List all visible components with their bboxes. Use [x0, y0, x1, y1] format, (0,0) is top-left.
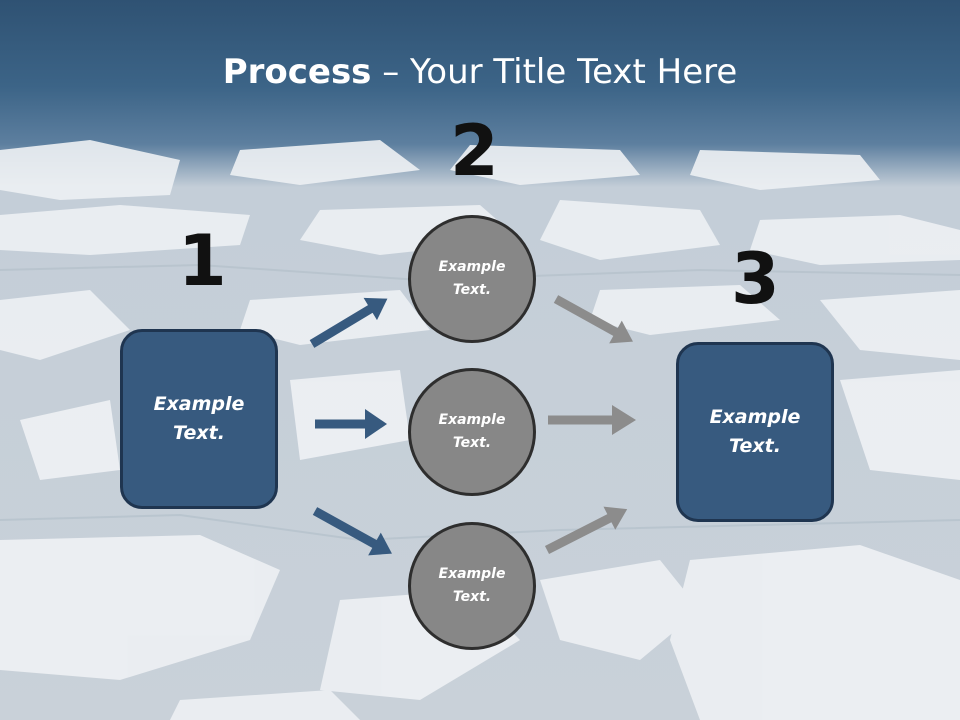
- right-box-text: Example Text.: [709, 406, 801, 457]
- circle-top[interactable]: Example Text.: [408, 215, 536, 343]
- slide-title: Process – Your Title Text Here: [0, 52, 960, 92]
- arrow-down-right-blue: [312, 507, 392, 556]
- circle-middle-text: Example Text.: [438, 412, 506, 451]
- arrow-right-blue: [315, 409, 387, 439]
- step-number-2: 2: [450, 110, 499, 192]
- arrow-up-right-blue: [309, 297, 388, 348]
- right-box[interactable]: Example Text.: [676, 342, 834, 522]
- arrow-down-right-gray: [553, 295, 633, 344]
- left-box[interactable]: Example Text.: [120, 329, 278, 509]
- step-number-1: 1: [178, 220, 227, 302]
- title-rest: – Your Title Text Here: [371, 52, 738, 92]
- circle-top-text: Example Text.: [438, 259, 506, 298]
- arrow-right-gray: [548, 405, 636, 435]
- step-number-3: 3: [731, 238, 780, 320]
- circle-bottom-text: Example Text.: [438, 566, 506, 605]
- circle-middle[interactable]: Example Text.: [408, 368, 536, 496]
- circle-bottom[interactable]: Example Text.: [408, 522, 536, 650]
- title-bold: Process: [222, 52, 372, 92]
- left-box-text: Example Text.: [153, 393, 245, 444]
- arrow-up-right-gray: [544, 506, 628, 555]
